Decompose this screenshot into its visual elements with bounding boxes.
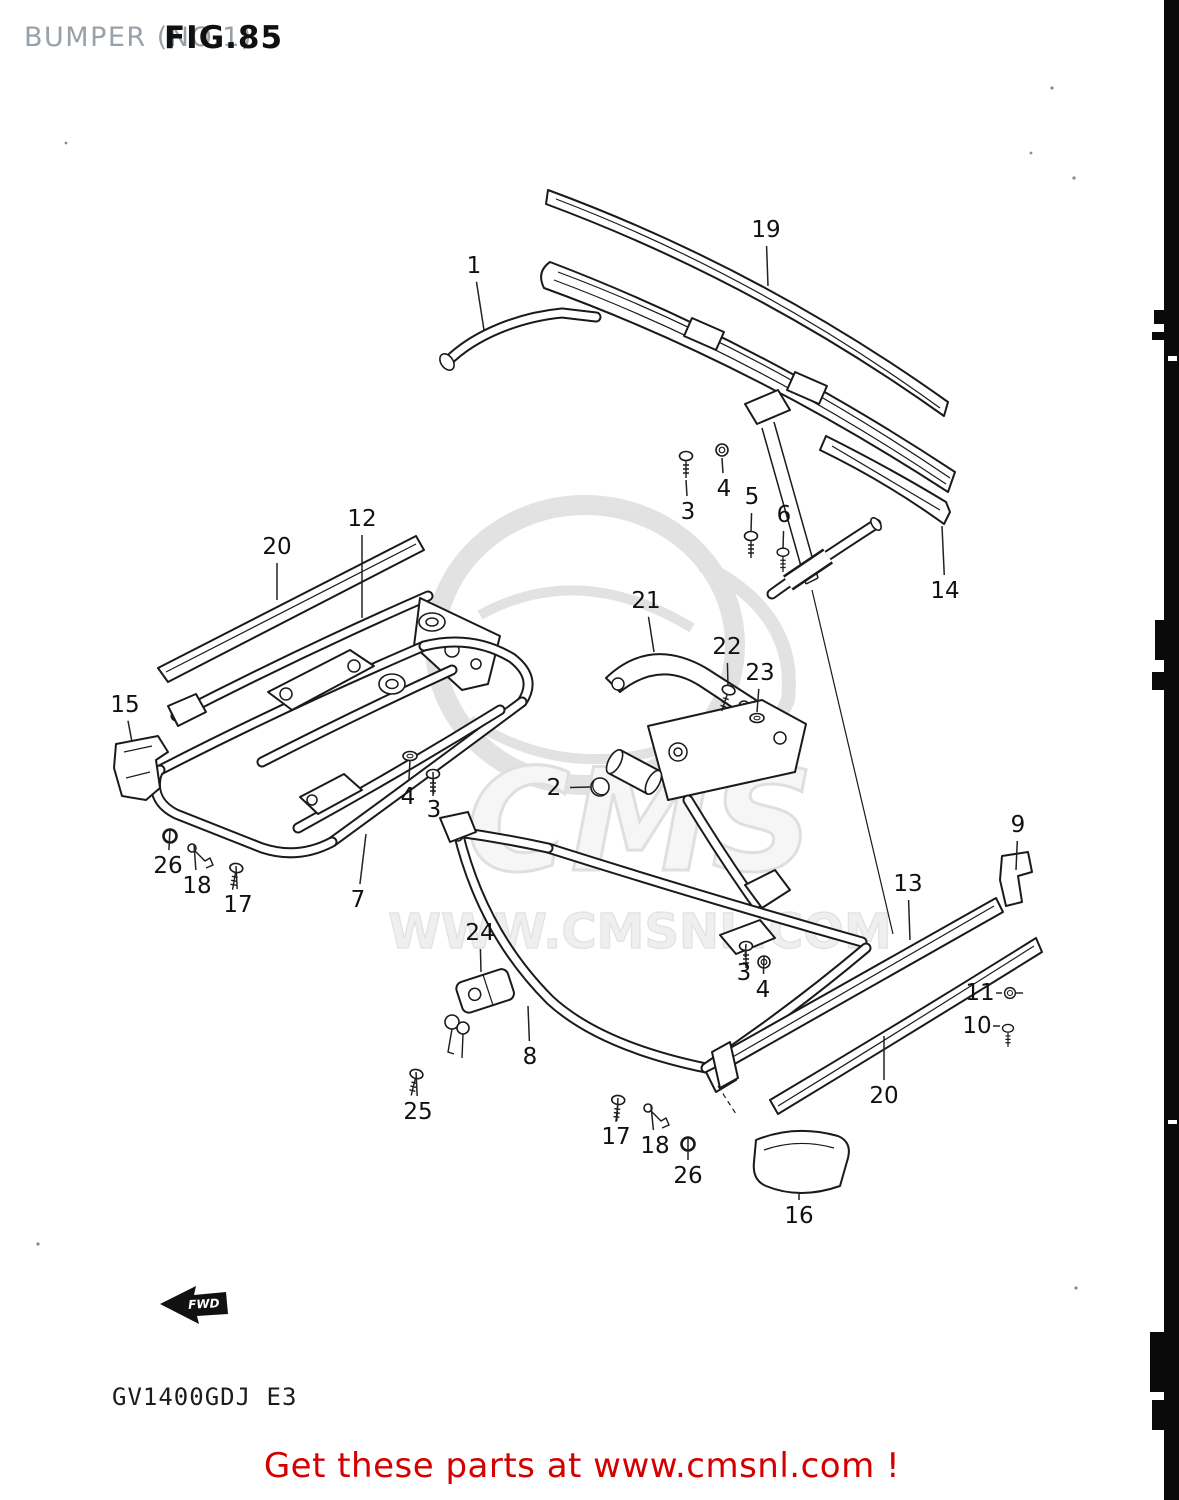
callout-leader-4 — [721, 457, 724, 474]
callout-leader-22 — [726, 662, 729, 687]
callout-leader-7 — [359, 833, 367, 885]
callout-leader-21 — [647, 616, 655, 653]
part-number-17: 17 — [601, 1124, 630, 1150]
part-number-3: 3 — [427, 797, 442, 823]
figure-number: FIG.85 — [164, 20, 284, 56]
callout-leader-6 — [782, 530, 785, 550]
part-number-24: 24 — [465, 920, 494, 946]
part-number-3: 3 — [681, 499, 696, 525]
callout-leader-3 — [744, 943, 747, 958]
page-edge-bar — [1150, 0, 1179, 1500]
part-number-5: 5 — [745, 484, 760, 510]
part-number-16: 16 — [784, 1203, 813, 1229]
part-number-22: 22 — [712, 634, 741, 660]
part-number-21: 21 — [631, 588, 660, 614]
part-number-9: 9 — [1011, 812, 1026, 838]
scan-speckles — [36, 86, 1078, 1290]
callout-leader-13 — [907, 899, 911, 941]
fwd-label: FWD — [188, 1296, 220, 1312]
part-number-18: 18 — [182, 873, 211, 899]
part-number-26: 26 — [673, 1163, 702, 1189]
carrier-frame-assembly — [113, 535, 528, 853]
callout-leader-17 — [235, 865, 238, 890]
callout-leader-9 — [1015, 840, 1019, 871]
callout-leader-8 — [527, 1005, 531, 1042]
callout-leader-25 — [415, 1071, 418, 1097]
part-number-3: 3 — [737, 960, 752, 986]
rear-bracket-assembly — [590, 653, 807, 908]
callout-leader-3 — [432, 771, 435, 795]
part-number-14: 14 — [930, 578, 959, 604]
section-title: BUMPER (NO.1) — [24, 22, 253, 53]
part-number-20: 20 — [869, 1083, 898, 1109]
part-number-25: 25 — [403, 1099, 432, 1125]
callout-leader-1 — [475, 281, 485, 331]
callout-leader-3 — [685, 479, 688, 497]
fasteners — [162, 443, 1023, 1152]
part-number-17: 17 — [223, 892, 252, 918]
callout-leader-5 — [750, 512, 753, 533]
part-number-13: 13 — [893, 871, 922, 897]
part-number-20: 20 — [262, 534, 291, 560]
callout-leader-18 — [650, 1105, 655, 1131]
lock-and-keys — [444, 968, 515, 1059]
footer-cta[interactable]: Get these parts at www.cmsnl.com ! — [263, 1446, 901, 1486]
part-number-23: 23 — [745, 660, 774, 686]
part-number-4: 4 — [756, 977, 771, 1003]
callout-leader-4 — [408, 759, 411, 782]
part-number-11: 11 — [965, 980, 994, 1006]
callout-leader-2 — [569, 786, 591, 789]
part-number-10: 10 — [962, 1013, 991, 1039]
callout-leader-17 — [616, 1097, 619, 1122]
callout-leader-23 — [756, 688, 760, 713]
callout-leader-26 — [168, 829, 171, 851]
part-number-18: 18 — [640, 1133, 669, 1159]
callout-leader-15 — [127, 720, 133, 743]
part-number-4: 4 — [401, 784, 416, 810]
callout-leader-24 — [479, 948, 482, 973]
callout-leader-4 — [762, 955, 765, 975]
part-number-8: 8 — [523, 1044, 538, 1070]
part-number-26: 26 — [153, 853, 182, 879]
fwd-arrow: FWD — [160, 1286, 228, 1324]
part-number-12: 12 — [347, 506, 376, 532]
model-code: GV1400GDJ E3 — [112, 1383, 298, 1411]
part-number-4: 4 — [717, 476, 732, 502]
upper-bumper-assembly — [439, 189, 956, 935]
lower-trim-assembly — [711, 851, 1043, 1194]
part-number-19: 19 — [751, 217, 780, 243]
part-number-2: 2 — [547, 775, 562, 801]
part-number-15: 15 — [110, 692, 139, 718]
callout-leader-18 — [193, 843, 197, 871]
callout-leader-14 — [941, 525, 946, 576]
part-number-6: 6 — [777, 502, 792, 528]
part-number-1: 1 — [467, 253, 482, 279]
callout-leader-19 — [765, 245, 769, 287]
part-number-7: 7 — [351, 887, 366, 913]
